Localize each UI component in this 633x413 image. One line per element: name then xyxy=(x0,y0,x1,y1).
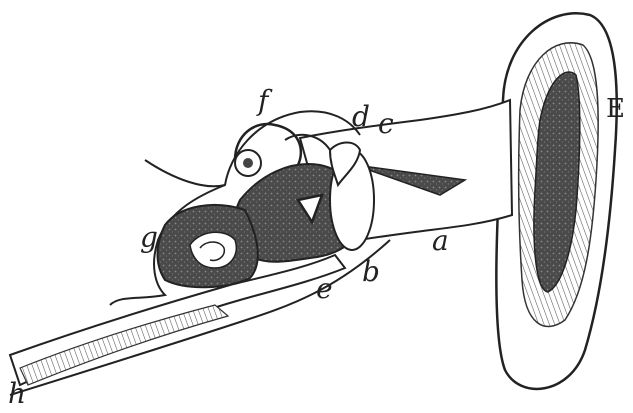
label-c: c xyxy=(378,107,394,140)
label-e: e xyxy=(316,272,333,305)
label-g: g xyxy=(140,221,158,254)
cochlea xyxy=(158,205,258,287)
label-f: f xyxy=(256,84,273,117)
label-h: h xyxy=(8,377,26,410)
auricle xyxy=(496,13,616,389)
label-a: a xyxy=(432,224,449,257)
label-d: d xyxy=(352,100,370,133)
label-E: E xyxy=(606,94,625,124)
label-b: b xyxy=(362,255,380,288)
